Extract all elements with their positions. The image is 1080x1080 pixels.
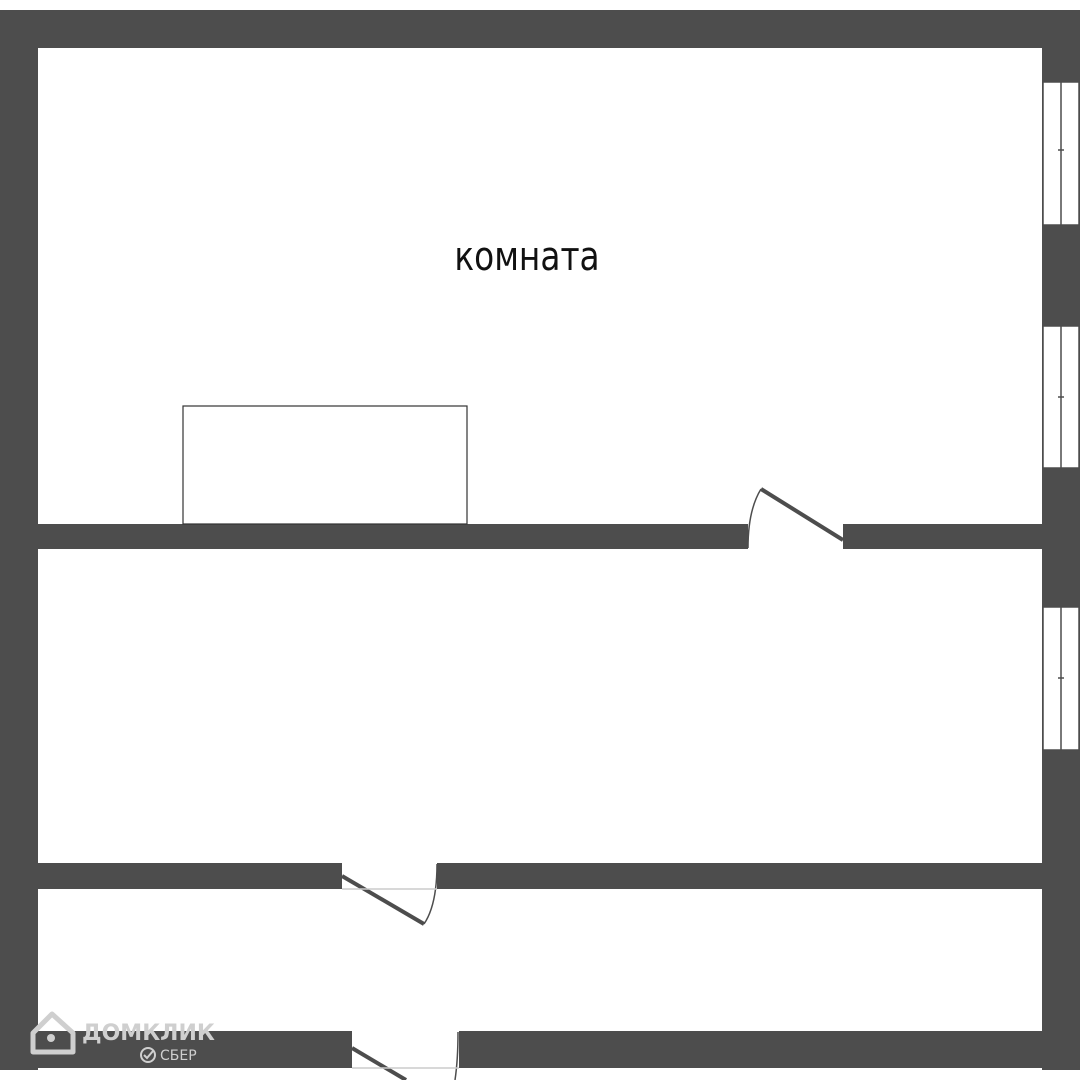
door-3: [350, 1031, 459, 1080]
bottom-wall-right: [459, 1031, 1042, 1068]
outer-wall-top: [0, 10, 1080, 48]
watermark-sub: СБЕР: [160, 1048, 197, 1064]
outer-wall-left: [0, 10, 38, 1070]
furniture-block: [182, 405, 468, 525]
door-2: [340, 863, 438, 926]
bottom-wall-left: [38, 1031, 352, 1068]
sber-check-icon: [140, 1047, 156, 1063]
room-label: комната: [454, 233, 599, 280]
window-3: [1042, 606, 1080, 751]
door-1: [747, 487, 845, 549]
window-1: [1042, 81, 1080, 226]
interior-wall-1-left: [38, 524, 748, 549]
interior-wall-1-right: [843, 524, 1042, 549]
watermark-brand: ДОМКЛИК: [82, 1021, 215, 1046]
house-icon: [30, 1011, 76, 1055]
interior-wall-2-right: [437, 863, 1042, 889]
interior-wall-2-left: [38, 863, 342, 889]
domclick-logo: ДОМКЛИК СБЕР: [30, 1011, 215, 1064]
window-2: [1042, 325, 1080, 469]
